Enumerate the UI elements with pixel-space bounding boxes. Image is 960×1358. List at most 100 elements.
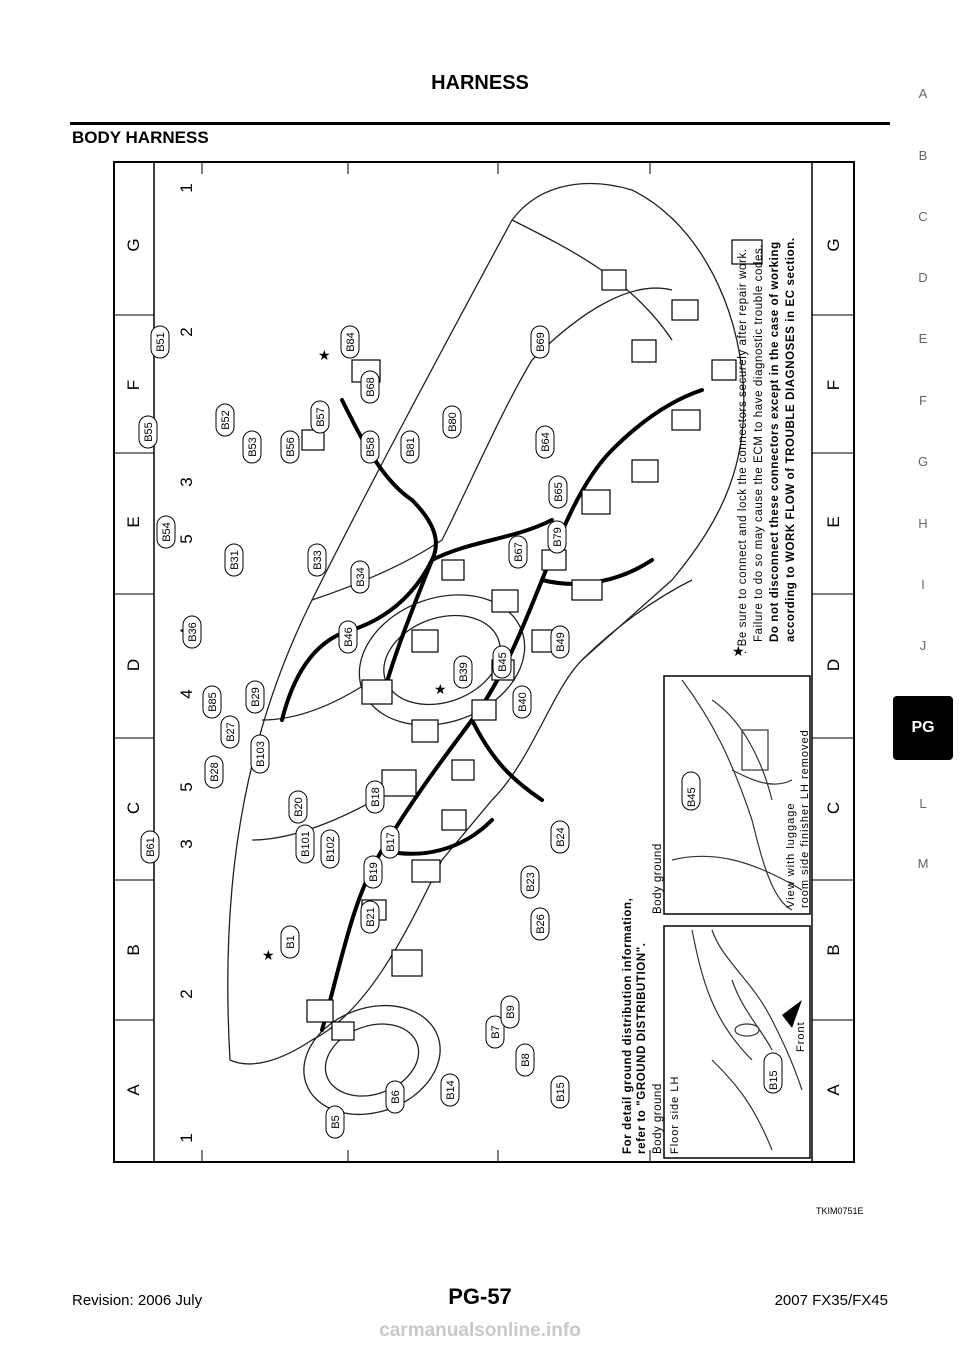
connector-label: B27 xyxy=(225,722,237,742)
side-tab-h[interactable]: H xyxy=(918,516,928,531)
connector-label: B15 xyxy=(555,1082,567,1102)
side-tab-e[interactable]: E xyxy=(918,331,928,346)
side-tab-l[interactable]: L xyxy=(919,796,927,811)
body-harness-diagram: 1122334455AABBCCDDEEFFGG xyxy=(113,161,855,1163)
connector-tag xyxy=(453,655,473,689)
star-icon: ★ xyxy=(318,347,331,363)
connector-tag xyxy=(224,543,244,577)
connector-tag xyxy=(307,543,327,577)
connector-tag xyxy=(182,615,202,649)
inset-left-connector-label: B15 xyxy=(768,1070,780,1090)
grid-letter-left: F xyxy=(124,380,143,390)
connector-label: B14 xyxy=(445,1080,457,1100)
connector-label: B40 xyxy=(517,692,529,712)
star-icon: ★ xyxy=(434,681,447,697)
connector-label: B80 xyxy=(447,412,459,432)
connector-tag xyxy=(360,370,380,404)
connector-label: B51 xyxy=(155,332,167,352)
grid-letter-left: D xyxy=(124,659,143,671)
grid-number-top: 5 xyxy=(177,782,196,791)
grid-number-bottom: 5 xyxy=(177,534,196,543)
connector-tag xyxy=(280,925,300,959)
ground-note-line-2: refer to "GROUND DISTRIBUTION". xyxy=(636,942,648,1154)
side-tab-m[interactable]: M xyxy=(917,856,929,871)
connector-label: B46 xyxy=(343,627,355,647)
connector-tag xyxy=(242,430,262,464)
grid-number-top: 1 xyxy=(177,183,196,192)
star-note-line-4: according to WORK FLOW of TROUBLE DIAGNO… xyxy=(785,237,797,642)
side-tab-g[interactable]: G xyxy=(917,454,929,469)
connector-tag xyxy=(250,734,270,774)
connector-label: B81 xyxy=(405,437,417,457)
connector-tag xyxy=(508,535,528,569)
inset-left-caption: Floor side LH xyxy=(669,1076,681,1154)
side-tab-pg[interactable]: PG xyxy=(893,696,953,760)
inset-right-title: Body ground xyxy=(652,843,664,914)
connector-tag xyxy=(338,620,358,654)
connector-tag xyxy=(512,685,532,719)
grid-letter-right: A xyxy=(824,1084,843,1096)
connector-label: B36 xyxy=(187,622,199,642)
connector-tag xyxy=(204,755,224,789)
inset-right-connector-label: B45 xyxy=(686,787,698,807)
connector-tag xyxy=(288,790,308,824)
side-tab-j[interactable]: J xyxy=(919,638,927,653)
figure-code: TKIM0751E xyxy=(816,1206,864,1216)
connector-label: B1 xyxy=(285,935,297,948)
connector-label: B64 xyxy=(540,432,552,452)
connector-tag xyxy=(550,1075,570,1109)
side-tab-c[interactable]: C xyxy=(918,209,928,224)
connector-tag xyxy=(442,405,462,439)
connector-label: B29 xyxy=(250,687,262,707)
side-tab-d[interactable]: D xyxy=(918,270,928,285)
connector-tag xyxy=(530,325,550,359)
side-tab-i[interactable]: I xyxy=(921,577,925,592)
footer-model: 2007 FX35/FX45 xyxy=(774,1292,888,1309)
connector-tag xyxy=(485,1015,505,1049)
grid-letter-right: B xyxy=(824,944,843,955)
connector-tag xyxy=(360,900,380,934)
connector-label: B24 xyxy=(555,827,567,847)
connector-tag xyxy=(138,415,158,449)
connector-label: B55 xyxy=(143,422,155,442)
connector-label: B26 xyxy=(535,914,547,934)
inset-left-title: Body ground xyxy=(652,1083,664,1154)
connector-label: B8 xyxy=(520,1053,532,1066)
connector-label: B54 xyxy=(161,522,173,542)
ground-note-line-1: For detail ground distribution informati… xyxy=(622,898,634,1154)
connector-tag xyxy=(325,1105,345,1139)
grid-number-top: 3 xyxy=(177,477,196,486)
connector-tag xyxy=(530,907,550,941)
connector-label: B65 xyxy=(553,482,565,502)
connector-label: B69 xyxy=(535,332,547,352)
connector-label: B56 xyxy=(285,437,297,457)
inset-right-caption-2: room side finisher LH removed xyxy=(799,729,811,908)
connector-label: B79 xyxy=(552,527,564,547)
connector-label: B9 xyxy=(505,1005,517,1018)
grid-letter-left: C xyxy=(124,802,143,814)
side-tab-f[interactable]: F xyxy=(919,393,927,408)
grid-number-bottom: 1 xyxy=(177,1133,196,1142)
inset-luggage-room: Body ground B45 View with luggage room s… xyxy=(652,675,811,915)
connector-tag xyxy=(385,1080,405,1114)
side-tab-a[interactable]: A xyxy=(918,86,928,101)
connector-tag xyxy=(365,780,385,814)
watermark: carmanualsonline.info xyxy=(379,1320,581,1341)
connector-label: B102 xyxy=(325,836,337,862)
connector-label: B20 xyxy=(293,797,305,817)
grid-number-bottom: 3 xyxy=(177,839,196,848)
side-tab-b[interactable]: B xyxy=(918,148,928,163)
connector-tag xyxy=(295,824,315,864)
grid-letter-right: C xyxy=(824,802,843,814)
connector-label: B68 xyxy=(365,377,377,397)
connector-label: B21 xyxy=(365,907,377,927)
connector-tag xyxy=(547,520,567,554)
grid-letter-right: D xyxy=(824,659,843,671)
connector-tag xyxy=(150,325,170,359)
page-header: HARNESS xyxy=(431,72,529,94)
connector-tag xyxy=(310,400,330,434)
connector-label: B61 xyxy=(145,837,157,857)
connector-tag xyxy=(520,865,540,899)
connector-tag xyxy=(440,1073,460,1107)
connector-label: B23 xyxy=(525,872,537,892)
